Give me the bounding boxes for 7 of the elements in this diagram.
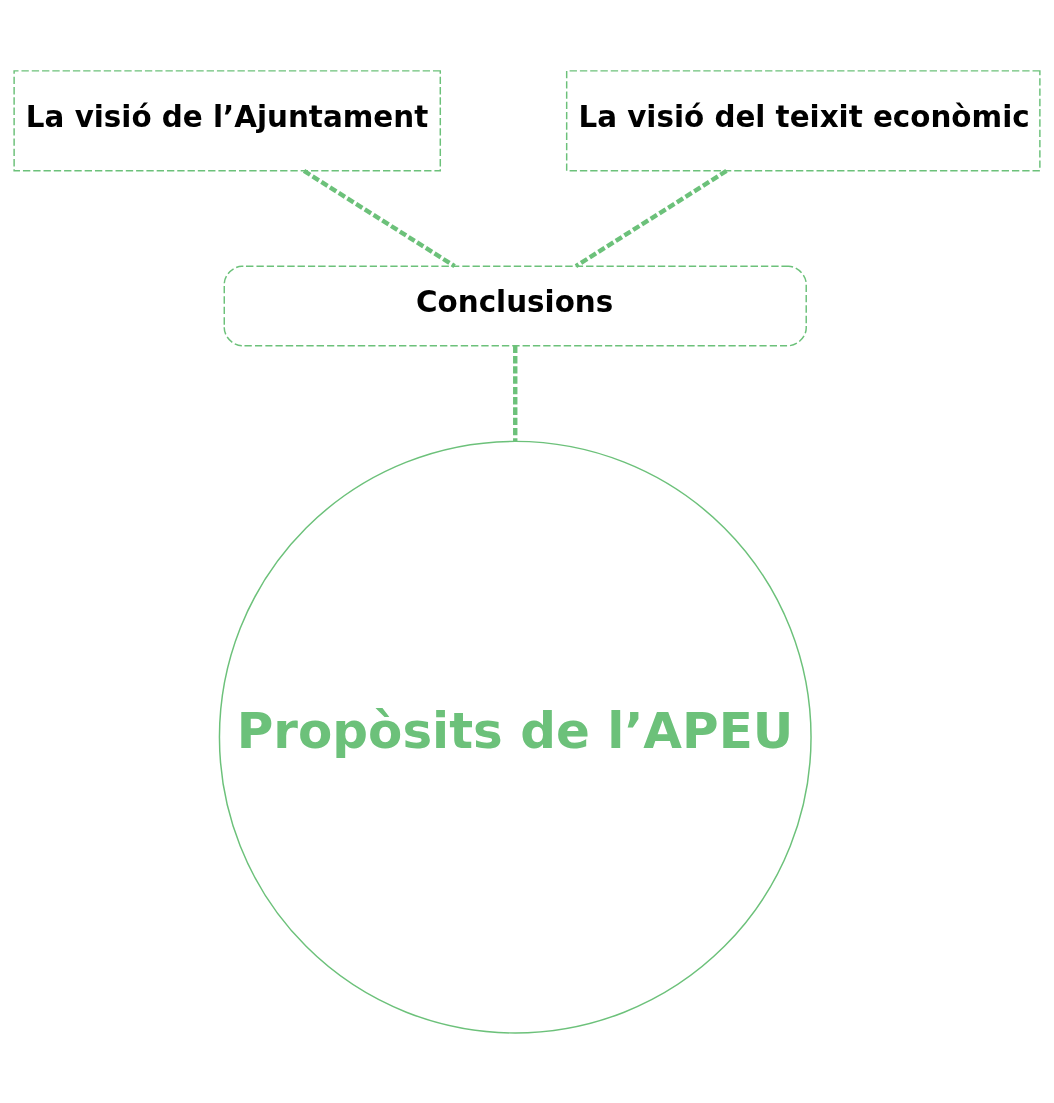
node-circle: Propòsits de l’APEU [218,440,812,1034]
node-box: Conclusions [223,265,807,346]
connector [513,345,518,441]
connector [574,168,728,268]
connector [302,168,456,268]
node-box: La visió del teixit econòmic [565,69,1041,172]
node-box: La visió de l’Ajuntament [13,69,442,172]
